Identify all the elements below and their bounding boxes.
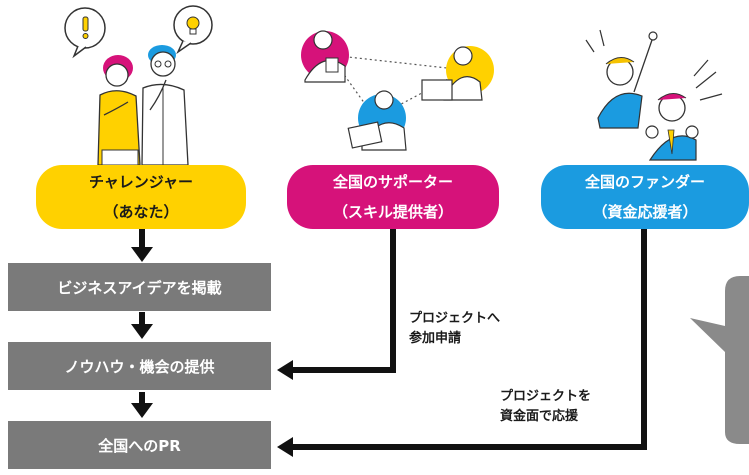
funder-action-note: プロジェクトを 資金面で応援 <box>500 387 591 427</box>
supporter-title: 全国のサポーター <box>332 173 453 191</box>
funder-action-line2: 資金面で応援 <box>500 409 579 424</box>
challenger-pill: チャレンジャー （あなた） <box>36 165 246 229</box>
grey-callout-shape <box>690 276 749 444</box>
arrow-funder-to-step3 <box>290 228 647 450</box>
arrow-supporter-to-step2 <box>290 228 396 373</box>
networked-supporters-illustration <box>301 30 494 151</box>
funder-title: 全国のファンダー <box>584 173 705 191</box>
step-knowhow: ノウハウ・機会の提供 <box>8 342 271 390</box>
thinking-people-illustration <box>64 5 213 166</box>
flow-arrows <box>131 228 647 457</box>
funder-pill: 全国のファンダー （資金応援者） <box>541 165 749 229</box>
supporter-action-line1: プロジェクトへ <box>409 311 501 326</box>
supporter-action-note: プロジェクトへ 参加申請 <box>409 309 500 349</box>
step-post-idea: ビジネスアイデアを掲載 <box>8 263 271 311</box>
challenger-subtitle: （あなた） <box>103 203 179 221</box>
supporter-subtitle: （スキル提供者） <box>332 203 453 221</box>
cheering-funders-illustration <box>585 29 723 161</box>
challenger-title: チャレンジャー <box>88 173 194 191</box>
funder-subtitle: （資金応援者） <box>592 203 698 221</box>
supporter-pill: 全国のサポーター （スキル提供者） <box>287 165 499 229</box>
supporter-action-line2: 参加申請 <box>409 331 462 346</box>
funder-action-line1: プロジェクトを <box>500 389 592 404</box>
step-national-pr: 全国へのPR <box>8 421 271 469</box>
